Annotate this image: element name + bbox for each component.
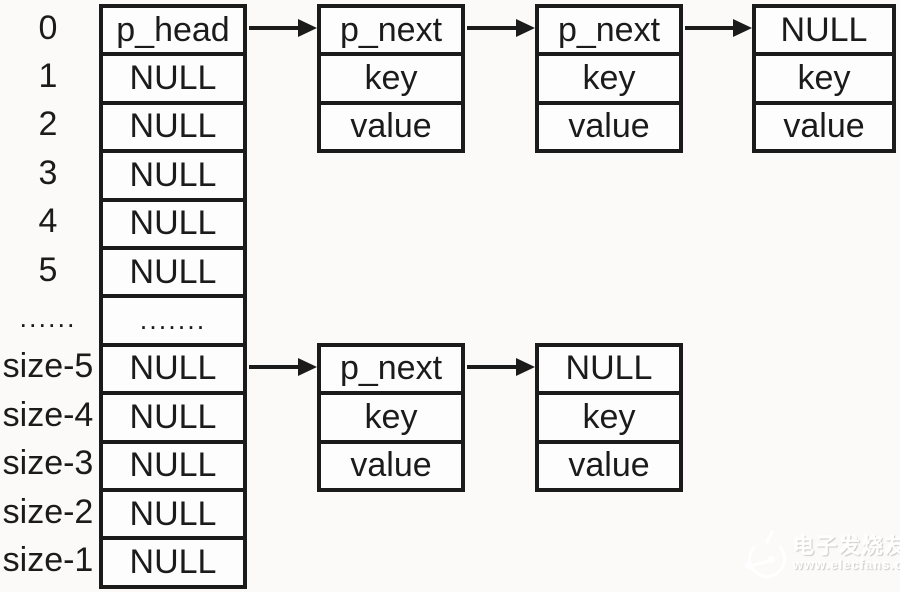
bucket-cell: NULL	[99, 342, 247, 396]
bucket-index-label: size-1	[2, 541, 94, 580]
list-node: p_next key value	[317, 342, 465, 492]
pointer-arrow-icon	[685, 19, 752, 37]
node-pointer-field: p_next	[317, 342, 465, 396]
bucket-cell: NULL	[99, 149, 247, 202]
node-key-field: key	[535, 52, 683, 105]
node-pointer-field: NULL	[752, 4, 896, 57]
pointer-arrow-icon	[467, 19, 535, 37]
bucket-index-label: size-4	[2, 395, 94, 434]
node-key-field: key	[317, 391, 465, 444]
bucket-index-label: size-2	[2, 492, 94, 531]
list-node: p_next key value	[317, 4, 465, 154]
bucket-index-ellipsis: ......	[19, 303, 77, 334]
bucket-index-label: 2	[38, 105, 58, 144]
watermark-brand-text: 电子发烧友	[793, 535, 900, 559]
bucket-cell: NULL	[99, 100, 247, 154]
list-node-tail: NULL key value	[752, 4, 896, 154]
bucket-cell: NULL	[99, 439, 247, 492]
pointer-arrow-icon	[249, 19, 317, 37]
pointer-arrow-icon	[467, 358, 535, 376]
bucket-cell: NULL	[99, 391, 247, 444]
node-pointer-field: p_next	[317, 4, 465, 57]
bucket-index-label: 4	[38, 202, 58, 241]
bucket-index-label: size-5	[2, 347, 94, 386]
list-node: p_next key value	[535, 4, 683, 154]
bucket-index-label: 5	[38, 250, 58, 289]
node-key-field: key	[535, 391, 683, 444]
bucket-index-label: 3	[38, 153, 58, 192]
bucket-cell: NULL	[99, 536, 247, 589]
bucket-cell-ellipsis: .......	[99, 294, 247, 347]
node-key-field: key	[317, 52, 465, 105]
node-key-field: key	[752, 52, 896, 105]
bucket-index-label: 1	[38, 57, 58, 96]
bucket-cell: NULL	[99, 245, 247, 299]
node-value-field: value	[317, 100, 465, 154]
node-value-field: value	[535, 100, 683, 154]
bucket-index-label: 0	[38, 8, 58, 47]
node-value-field: value	[752, 100, 896, 154]
node-value-field: value	[535, 439, 683, 492]
node-pointer-field: NULL	[535, 342, 683, 396]
bucket-cell: NULL	[99, 487, 247, 541]
watermark-elecfans: 电子发烧友 www.elecfans.com	[742, 528, 900, 580]
bucket-array: p_head NULL NULL NULL NULL NULL ....... …	[99, 4, 247, 589]
pointer-arrow-icon	[249, 358, 317, 376]
node-pointer-field: p_next	[535, 4, 683, 57]
watermark-url-text: www.elecfans.com	[793, 557, 900, 573]
list-node-tail: NULL key value	[535, 342, 683, 492]
bucket-cell: NULL	[99, 52, 247, 105]
node-value-field: value	[317, 439, 465, 492]
bucket-cell: p_head	[99, 4, 247, 57]
elecfans-logo-icon	[742, 528, 788, 580]
bucket-index-label: size-3	[2, 444, 94, 483]
bucket-cell: NULL	[99, 197, 247, 250]
